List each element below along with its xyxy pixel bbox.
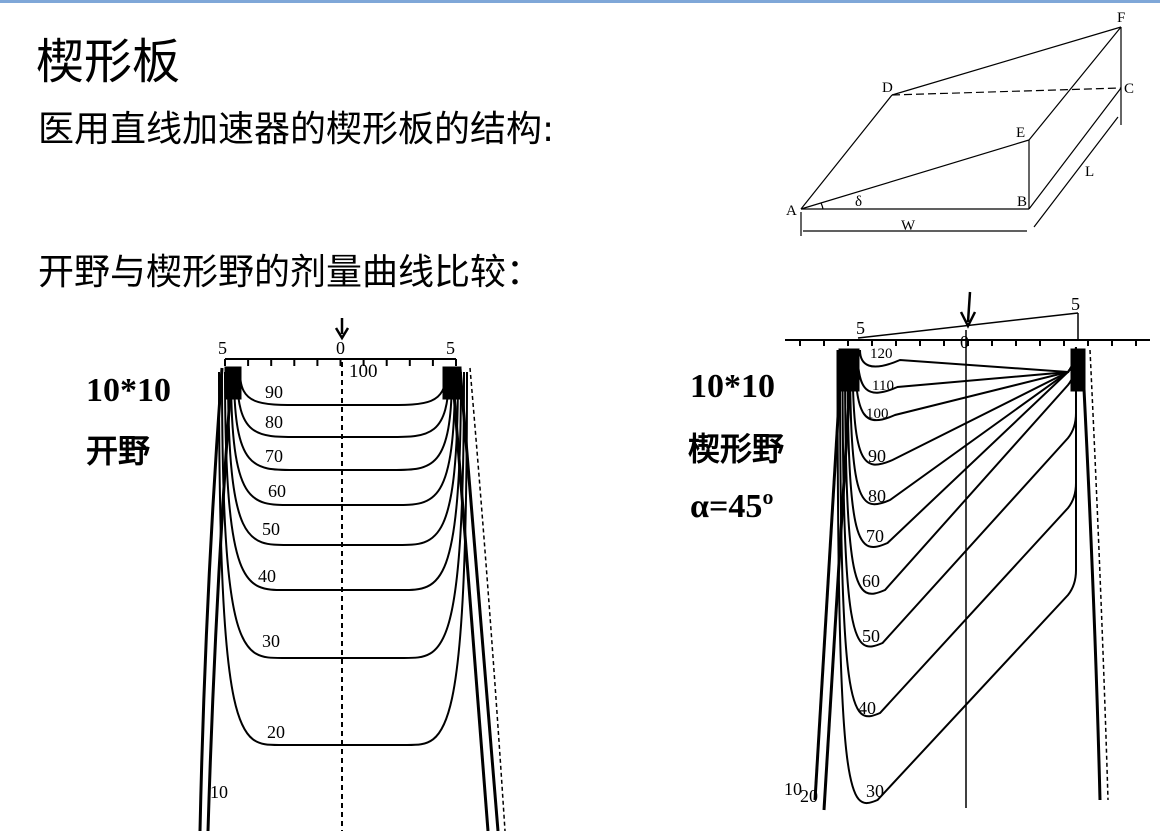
wedge-tick-center: 0 — [960, 332, 969, 352]
isodose-label-120: 120 — [870, 346, 893, 362]
page-title: 楔形板 — [36, 34, 181, 90]
isodose-curve-40 — [224, 371, 462, 591]
isodose-label-80: 80 — [868, 486, 886, 506]
isodose-label-110: 110 — [872, 378, 894, 394]
isodose-label-50: 50 — [862, 626, 880, 646]
isodose-curve-70 — [233, 371, 453, 471]
point-b-label: B — [1017, 194, 1027, 210]
isodose-label-30: 30 — [866, 781, 884, 801]
point-d-label: D — [882, 80, 893, 96]
width-w-label: W — [901, 218, 916, 234]
isodose-label-80: 80 — [265, 412, 283, 432]
beam-arrow-icon — [334, 318, 350, 341]
open-max-label: 100 — [349, 361, 378, 382]
top-accent-bar — [0, 0, 1160, 3]
wedge-field-size-label: 10*10 — [690, 368, 775, 405]
wedge-tick-left: 5 — [856, 318, 865, 338]
isodose-label-40: 40 — [258, 566, 276, 586]
isodose-label-60: 60 — [268, 481, 286, 501]
isodose-curve-90 — [239, 371, 447, 406]
isodose-label-90: 90 — [265, 382, 283, 402]
isodose-curve-20 — [218, 371, 468, 746]
subtitle-structure: 医用直线加速器的楔形板的结构: — [38, 109, 555, 150]
wedge-tick-right: 5 — [1071, 294, 1080, 314]
beam-arrow-icon — [959, 291, 977, 329]
isodose-label-60: 60 — [862, 571, 880, 591]
point-f-label: F — [1117, 10, 1125, 26]
isodose-curve-30 — [836, 349, 1077, 805]
isodose-label-20: 20 — [800, 786, 818, 806]
point-e-label: E — [1016, 125, 1025, 141]
isodose-label-90: 90 — [868, 446, 886, 466]
length-l-label: L — [1085, 164, 1094, 180]
subtitle-comparison: 开野与楔形野的剂量曲线比较： — [38, 252, 543, 293]
isodose-label-20: 20 — [267, 722, 285, 742]
open-field-type-label: 开野 — [86, 432, 151, 470]
open-field-chart: 5 0 5 100 90 80 70 60 50 40 30 20 10 — [198, 318, 506, 831]
point-a-label: A — [786, 203, 797, 219]
isodose-label-70: 70 — [866, 526, 884, 546]
isodose-curve-30 — [221, 371, 465, 659]
isodose-label-10: 10 — [210, 782, 228, 802]
isodose-label-70: 70 — [265, 446, 283, 466]
wedge-field-type-label: 楔形野 — [688, 430, 785, 468]
point-c-label: C — [1124, 81, 1134, 97]
isodose-label-10: 10 — [784, 779, 802, 799]
open-field-size-label: 10*10 — [86, 372, 171, 409]
isodose-curve-80 — [236, 371, 450, 438]
open-tick-center: 0 — [336, 338, 345, 358]
isodose-label-40: 40 — [858, 698, 876, 718]
open-tick-left: 5 — [218, 338, 227, 358]
wedge-angle-label: α=45º — [690, 488, 774, 525]
isodose-curve-60 — [230, 371, 456, 506]
isodose-curve-40 — [839, 349, 1077, 718]
wedge-diagram — [800, 26, 1122, 236]
isodose-curve-50 — [841, 349, 1077, 648]
isodose-label-30: 30 — [262, 631, 280, 651]
open-tick-right: 5 — [446, 338, 455, 358]
angle-delta-label: δ — [855, 194, 862, 210]
isodose-curve-50 — [227, 371, 459, 546]
isodose-label-100: 100 — [866, 406, 889, 422]
isodose-label-50: 50 — [262, 519, 280, 539]
